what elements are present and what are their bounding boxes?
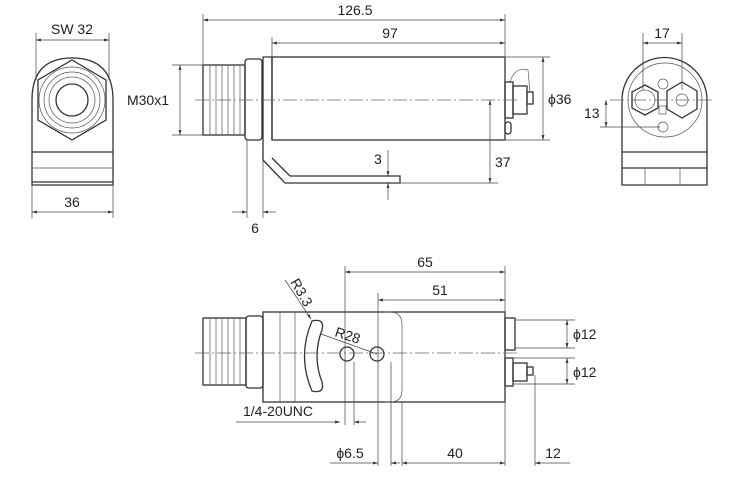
bracket-thickness-label: 3: [374, 151, 382, 167]
sw32-label: SW 32: [51, 21, 93, 37]
arc-radius-label: R28: [333, 324, 363, 347]
connector2-diameter-label: ϕ12: [573, 364, 597, 380]
connector-offset-label: 13: [584, 105, 600, 121]
connector1-diameter-label: ϕ12: [573, 326, 597, 342]
diameter-label: ϕ36: [548, 91, 572, 107]
hole-diameter-label: ϕ6.5: [336, 445, 364, 461]
front-view: SW 32 36: [31, 21, 114, 218]
body-length-label: 97: [382, 25, 398, 41]
hole1-distance-label: 65: [417, 254, 433, 270]
side-view: 126.5 97 M30x1 ϕ36 37 3 6: [127, 2, 572, 236]
flat-length-label: 40: [447, 445, 463, 461]
thread-hole-label: 1/4-20UNC: [243, 403, 313, 419]
hole2-distance-label: 51: [432, 282, 448, 298]
connector-spacing-label: 17: [654, 25, 670, 41]
end-view: 17 13: [584, 25, 715, 186]
nut-width-label: 6: [251, 220, 259, 236]
width-36-label: 36: [64, 194, 80, 210]
connector-protrusion-label: 12: [545, 445, 561, 461]
thread-label: M30x1: [127, 92, 169, 108]
bracket-height-label: 37: [495, 154, 511, 170]
overall-length-label: 126.5: [337, 2, 372, 18]
slot-radius-label: R3.3: [287, 276, 316, 310]
bottom-view: 65 51 R3.3 R28 1/4-20UNC ϕ6.5 40 12 ϕ12 …: [195, 254, 597, 466]
